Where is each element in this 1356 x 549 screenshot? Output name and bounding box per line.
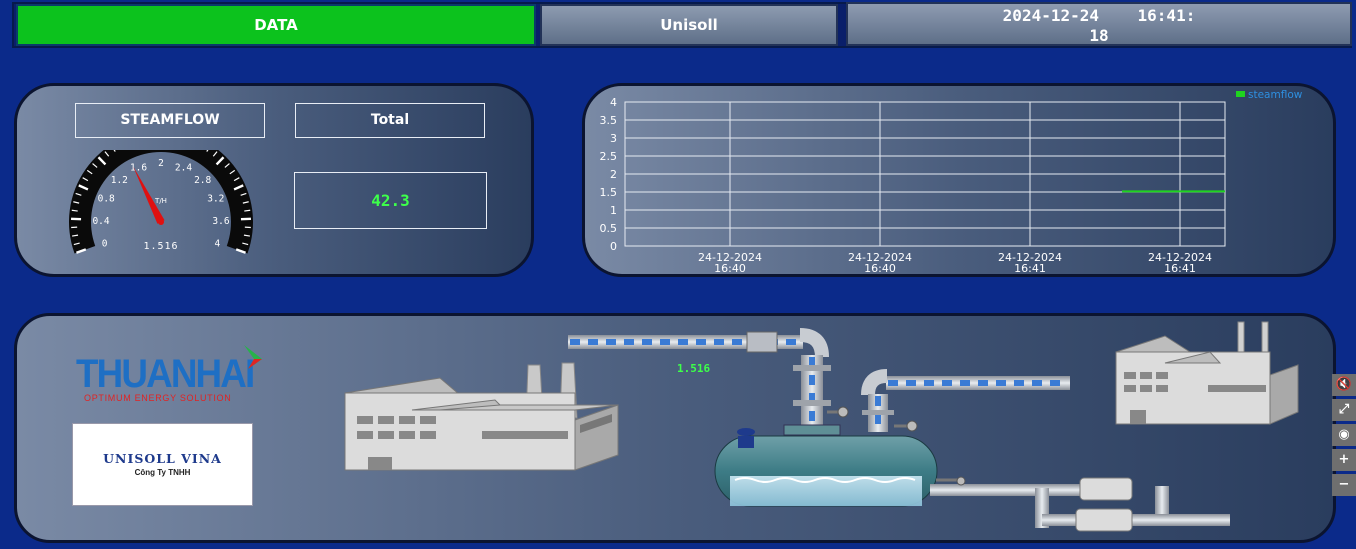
gauge-tick-mark xyxy=(86,169,93,175)
gauge-tick-label: 2.4 xyxy=(175,162,192,173)
gauge-tick-label: 1.2 xyxy=(111,175,128,186)
chart-legend-swatch xyxy=(1236,91,1245,97)
gauge-tick-label: 4 xyxy=(215,239,221,250)
gauge-tick-label: 3.6 xyxy=(212,216,229,227)
chart-y-tick-label: 2 xyxy=(610,168,617,181)
gauge-tick-mark xyxy=(215,156,225,166)
gauge-tick-label: 0.8 xyxy=(98,194,115,205)
chart-x-tick-time: 16:40 xyxy=(864,262,896,275)
gauge-tick-mark xyxy=(224,163,230,168)
chart-y-tick-label: 1.5 xyxy=(600,186,618,199)
svg-text:THUANHAI: THUANHAI xyxy=(76,352,254,397)
chart-x-tick-time: 16:41 xyxy=(1014,262,1046,275)
gauge-tick-mark xyxy=(212,151,218,157)
gauge-tick-mark xyxy=(243,234,250,237)
gauge-tick-mark xyxy=(75,192,82,196)
gauge-tick-label: 2 xyxy=(158,158,164,169)
chart-y-tick-label: 3 xyxy=(610,132,617,145)
total-label: Total xyxy=(295,103,485,138)
factory-right-icon xyxy=(1115,321,1299,425)
chart-x-tick-date: 24-12-2024 xyxy=(1148,251,1212,264)
chart-x-tick-date: 24-12-2024 xyxy=(998,251,1062,264)
total-value: 42.3 xyxy=(294,172,487,229)
gauge-tick-mark xyxy=(113,150,116,152)
visibility-icon[interactable]: ◉ xyxy=(1332,424,1356,446)
gauge-tick-mark xyxy=(104,151,110,157)
chart-y-tick-label: 1 xyxy=(610,204,617,217)
trend-chart-panel xyxy=(582,83,1336,277)
chart-x-tick-time: 16:40 xyxy=(714,262,746,275)
unisoll-tab-button[interactable]: Unisoll xyxy=(540,4,838,46)
thuanhai-logo: THUANHAI OPTIMUM ENERGY SOLUTION xyxy=(76,345,262,403)
factory-left-icon xyxy=(344,362,619,471)
gauge-tick-mark xyxy=(71,209,78,212)
gauge-tick-label: 3.2 xyxy=(207,194,224,205)
gauge-tick-mark xyxy=(235,248,246,254)
zoom-out-icon[interactable]: − xyxy=(1332,474,1356,496)
steam-pipe-secondary xyxy=(861,369,1070,432)
datetime-line2: 18 xyxy=(1089,26,1109,45)
mute-icon[interactable]: 🔇 xyxy=(1332,374,1356,396)
gauge-tick-label: 0.4 xyxy=(92,216,109,227)
chart-legend-label[interactable]: steamflow xyxy=(1248,89,1303,101)
gauge-tick-mark xyxy=(78,184,89,191)
gauge-tick-mark xyxy=(242,201,249,204)
zoom-in-icon[interactable]: + xyxy=(1332,449,1356,471)
outlet-pipe xyxy=(930,476,1230,532)
gauge-tick-label: 1.6 xyxy=(130,162,147,173)
gauge-tick-mark xyxy=(76,248,87,254)
company-subtitle: Công Ty TNHH xyxy=(134,468,191,477)
svg-text:OPTIMUM ENERGY SOLUTION: OPTIMUM ENERGY SOLUTION xyxy=(84,393,231,403)
steamflow-label: STEAMFLOW xyxy=(75,103,265,138)
gauge-tick-mark xyxy=(233,184,244,191)
fullscreen-icon[interactable]: ⤢ xyxy=(1332,399,1356,421)
gauge-needle xyxy=(133,166,165,224)
chart-y-tick-label: 4 xyxy=(610,96,617,109)
flow-value-label: 1.516 xyxy=(677,362,711,375)
gauge-tick-mark xyxy=(73,201,80,204)
steam-drum-tank xyxy=(714,428,938,507)
company-name: UNISOLL VINA xyxy=(103,451,222,466)
gauge-tick-mark xyxy=(244,209,251,212)
chart-x-tick-date: 24-12-2024 xyxy=(848,251,912,264)
steam-pipe-main xyxy=(568,328,849,436)
gauge-tick-mark xyxy=(73,242,80,246)
gauge-tick-label: 0 xyxy=(102,239,108,250)
data-tab-button[interactable]: DATA xyxy=(16,4,536,46)
steamflow-trend-chart: 00.511.522.533.5424-12-202416:4024-12-20… xyxy=(600,89,1303,275)
gauge-tick-mark xyxy=(206,150,209,152)
gauge-tick-mark xyxy=(72,234,79,237)
chart-y-tick-label: 0 xyxy=(610,240,617,253)
gauge-tick-mark xyxy=(229,169,236,175)
chart-x-tick-time: 16:41 xyxy=(1164,262,1196,275)
chart-x-tick-date: 24-12-2024 xyxy=(698,251,762,264)
steamflow-gauge: 0 0.4 0.8 1.21.6 2 2.42.8 3.2 3.6 4 T/H 1.516 xyxy=(69,150,253,254)
gauge-tick-mark xyxy=(92,163,98,168)
datetime-line1: 2024-12-24 16:41: xyxy=(1002,6,1196,25)
gauge-tick-label: 2.8 xyxy=(194,175,211,186)
gauge-tick-mark xyxy=(97,156,107,166)
gauge-unit: T/H xyxy=(154,197,167,205)
chart-y-tick-label: 3.5 xyxy=(600,114,618,127)
chart-y-tick-label: 0.5 xyxy=(600,222,618,235)
datetime-display: 2024-12-24 16:41: 18 xyxy=(846,2,1352,46)
gauge-value: 1.516 xyxy=(143,241,178,252)
gauge-tick-mark xyxy=(242,242,249,246)
gauge-tick-mark xyxy=(233,177,240,182)
gauge-tick-mark xyxy=(240,192,247,196)
gauge-tick-mark xyxy=(82,177,89,182)
chart-y-tick-label: 2.5 xyxy=(600,150,618,163)
unisoll-vina-logo: UNISOLL VINA Công Ty TNHH xyxy=(72,423,253,506)
